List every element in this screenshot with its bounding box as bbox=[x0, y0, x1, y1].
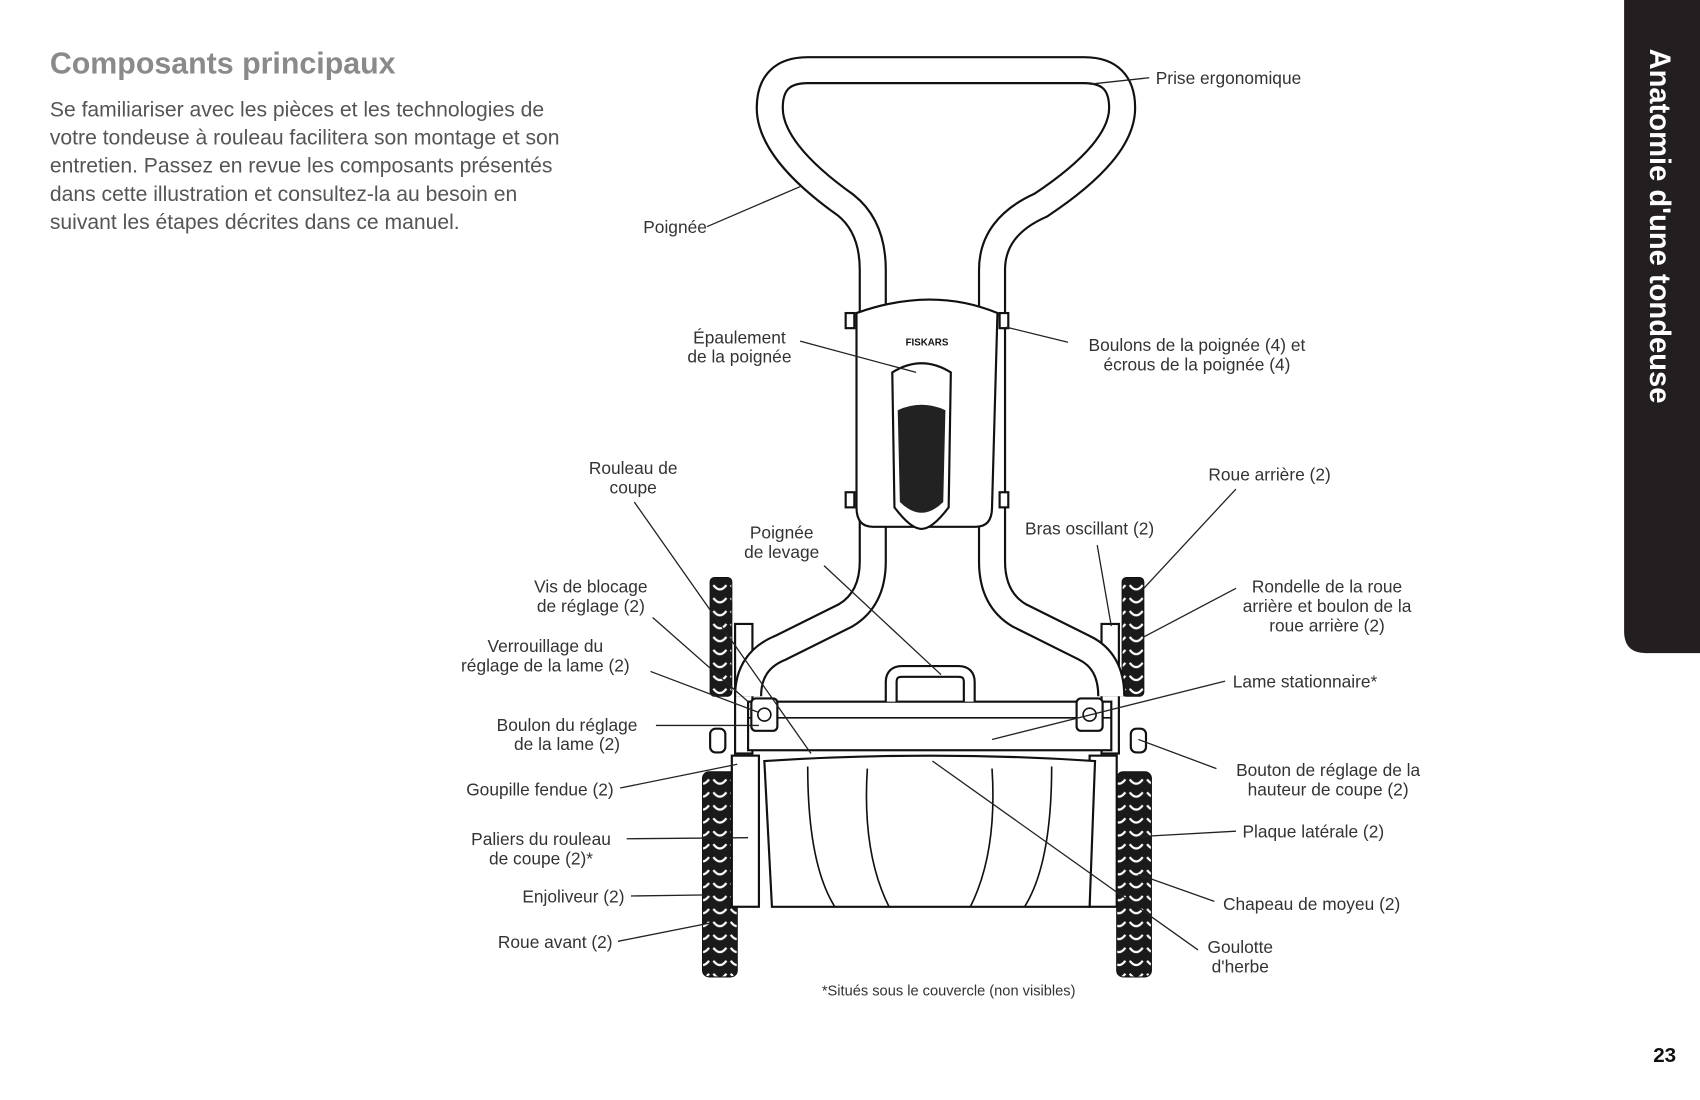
label-goulotte: Goulotte bbox=[1208, 937, 1274, 957]
label-verrouillage: réglage de la lame (2) bbox=[461, 655, 630, 675]
intro-paragraph: Se familiariser avec les pièces et les t… bbox=[50, 99, 560, 234]
label-levage: de levage bbox=[744, 542, 819, 562]
label-lame: Lame stationnaire* bbox=[1233, 672, 1378, 692]
label-rondelle: Rondelle de la roue bbox=[1252, 577, 1402, 597]
label-bouton: hauteur de coupe (2) bbox=[1248, 780, 1409, 800]
footnote: *Situés sous le couvercle (non visibles) bbox=[822, 983, 1076, 999]
label-enjoliveur: Enjoliveur (2) bbox=[522, 886, 624, 906]
label-paliers: Paliers du rouleau bbox=[471, 829, 611, 849]
brand-logo: FISKARS bbox=[906, 337, 949, 348]
label-prise: Prise ergonomique bbox=[1156, 68, 1302, 88]
label-bouton: Bouton de réglage de la bbox=[1236, 760, 1420, 780]
intro-line: dans cette illustration et consultez-la … bbox=[50, 183, 517, 206]
label-roue-arriere: Roue arrière (2) bbox=[1208, 464, 1330, 484]
label-rondelle: roue arrière (2) bbox=[1269, 616, 1385, 636]
label-chapeau: Chapeau de moyeu (2) bbox=[1223, 894, 1400, 914]
section-tab-label: Anatomie d'une tondeuse bbox=[1643, 49, 1675, 404]
label-paliers: de coupe (2)* bbox=[489, 849, 593, 869]
grass-chute bbox=[763, 754, 1097, 908]
label-rouleau: coupe bbox=[610, 477, 657, 497]
label-levage: Poignée bbox=[750, 523, 814, 543]
mower-illustration: FISKARS bbox=[702, 56, 1152, 978]
intro-line: suivant les étapes décrites dans ce manu… bbox=[50, 211, 460, 234]
label-poignee: Poignée bbox=[643, 217, 707, 237]
label-epaulement: Épaulement bbox=[693, 327, 786, 347]
label-goupille: Goupille fendue (2) bbox=[466, 780, 613, 800]
rear-wheel-right bbox=[1121, 576, 1145, 697]
label-rondelle: arrière et boulon de la bbox=[1243, 596, 1412, 616]
intro-line: votre tondeuse à rouleau facilitera son … bbox=[50, 127, 560, 150]
label-bras: Bras oscillant (2) bbox=[1025, 518, 1154, 538]
front-wheel-right bbox=[1116, 771, 1152, 978]
page-number: 23 bbox=[1653, 1044, 1676, 1067]
label-vis: de réglage (2) bbox=[537, 596, 645, 616]
label-verrouillage: Verrouillage du bbox=[488, 636, 604, 656]
part-labels: Prise ergonomique Poignée Épaulement de … bbox=[461, 68, 1421, 976]
section-tab: Anatomie d'une tondeuse bbox=[1624, 0, 1700, 654]
label-plaque: Plaque latérale (2) bbox=[1242, 822, 1384, 842]
frame-bar bbox=[747, 700, 1113, 752]
label-roue-avant: Roue avant (2) bbox=[498, 932, 613, 952]
leader-lines bbox=[617, 77, 1237, 951]
label-epaulement: de la poignée bbox=[687, 347, 791, 367]
rear-wheel-left bbox=[709, 576, 733, 697]
intro-line: Se familiariser avec les pièces et les t… bbox=[50, 99, 544, 122]
label-boulon-reglage: Boulon du réglage bbox=[497, 715, 638, 735]
label-boulons: Boulons de la poignée (4) et bbox=[1089, 335, 1306, 355]
label-boulon-reglage: de la lame (2) bbox=[514, 734, 620, 754]
label-goulotte: d'herbe bbox=[1212, 957, 1269, 977]
label-rouleau: Rouleau de bbox=[589, 458, 678, 478]
page-title: Composants principaux bbox=[50, 47, 396, 80]
lift-handle bbox=[884, 664, 976, 702]
intro-line: entretien. Passez en revue les composant… bbox=[50, 155, 553, 178]
label-vis: Vis de blocage bbox=[534, 577, 647, 597]
label-boulons: écrous de la poignée (4) bbox=[1103, 354, 1290, 374]
